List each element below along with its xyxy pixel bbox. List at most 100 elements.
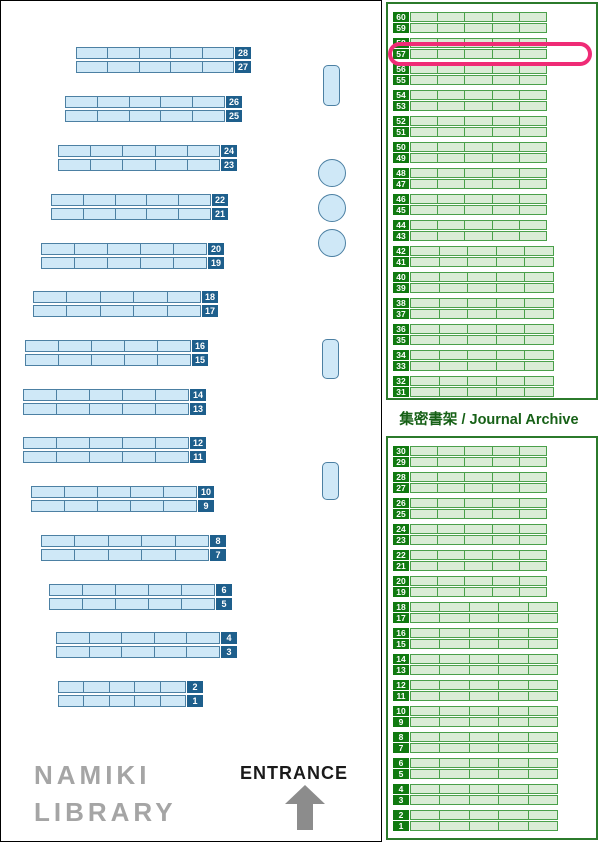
shelf-segment (439, 603, 468, 611)
shelf-segment (99, 292, 133, 302)
shelf-segment (52, 209, 83, 219)
shelf-segment (82, 195, 115, 205)
shelf-segment (491, 143, 519, 151)
shelf-segment (498, 655, 527, 663)
shelf-bar (410, 90, 547, 100)
shelf-row-3: 3 (56, 646, 237, 658)
shelf-segment (498, 733, 527, 741)
shelf-number-13: 13 (393, 665, 409, 675)
shelf-segment (50, 599, 82, 609)
shelf-segment (439, 733, 468, 741)
shelf-segment (411, 273, 439, 281)
shelf-segment (163, 487, 196, 497)
shelf-segment (141, 536, 174, 546)
shelf-segment (495, 247, 525, 255)
shelf-row-25: 25 (393, 509, 547, 519)
library-name-line2: LIBRARY (34, 797, 177, 827)
shelf-segment (437, 154, 464, 162)
shelf-segment (108, 696, 134, 706)
shelf-segment (439, 640, 468, 648)
shelf-bar (56, 646, 220, 658)
shelf-bar (410, 446, 547, 456)
shelf-segment (498, 629, 527, 637)
shelf-number-22: 22 (393, 550, 409, 560)
shelf-bar (410, 12, 547, 22)
shelf-row-23: 23 (58, 159, 237, 171)
shelf-segment (439, 629, 468, 637)
shelf-segment (130, 501, 163, 511)
shelf-row-54: 54 (393, 90, 547, 100)
shelf-segment (97, 501, 130, 511)
shelf-segment (58, 355, 91, 365)
shelf-number-54: 54 (393, 90, 409, 100)
shelf-bar (410, 127, 547, 137)
shelf-segment (411, 117, 437, 125)
shelf-segment (464, 154, 491, 162)
shelf-number-27: 27 (393, 483, 409, 493)
shelf-segment (108, 682, 134, 692)
shelf-segment (467, 284, 496, 292)
shelf-segment (166, 292, 200, 302)
shelf-segment (439, 744, 468, 752)
shelf-segment (411, 510, 437, 518)
shelf-bar (31, 486, 197, 498)
shelf-segment (170, 48, 201, 58)
shelf-number-5: 5 (393, 769, 409, 779)
shelf-segment (82, 585, 115, 595)
shelf-segment (99, 306, 133, 316)
shelf-segment (518, 484, 546, 492)
shelf-segment (173, 244, 206, 254)
shelf-segment (437, 39, 464, 47)
shelf-number-16: 16 (192, 340, 208, 352)
shelf-bar (410, 587, 547, 597)
shelf-row-26: 26 (393, 498, 547, 508)
shelf-bar (410, 680, 558, 690)
shelf-bar (410, 283, 554, 293)
shelf-segment (491, 588, 519, 596)
shelf-row-16: 16 (25, 340, 208, 352)
shelf-number-55: 55 (393, 75, 409, 85)
shelf-segment (89, 438, 122, 448)
shelf-bar (410, 324, 554, 334)
shelf-bar (410, 49, 547, 59)
shelf-bar (410, 101, 547, 111)
shelf-segment (495, 325, 525, 333)
shelf-row-50: 50 (393, 142, 547, 152)
shelf-segment (160, 111, 192, 121)
shelf-segment (437, 588, 464, 596)
shelf-segment (153, 633, 187, 643)
shelf-segment (437, 458, 464, 466)
shelf-bar (410, 810, 558, 820)
shelf-segment (56, 452, 89, 462)
shelf-segment (77, 62, 107, 72)
shelf-number-7: 7 (210, 549, 226, 561)
shelf-row-52: 52 (393, 116, 547, 126)
shelf-number-32: 32 (393, 376, 409, 386)
shelf-segment (439, 707, 468, 715)
shelf-segment (56, 438, 89, 448)
shelf-segment (468, 692, 498, 700)
library-name-line1: NAMIKI (34, 760, 151, 790)
shelf-segment (491, 562, 519, 570)
shelf-segment (498, 822, 527, 830)
shelf-number-24: 24 (393, 524, 409, 534)
shelf-bar (25, 354, 191, 366)
shelf-segment (411, 733, 439, 741)
shelf-segment (66, 306, 99, 316)
shelf-segment (32, 487, 64, 497)
shelf-row-30: 30 (393, 446, 547, 456)
shelf-segment (411, 447, 437, 455)
shelf-segment (518, 562, 546, 570)
shelf-segment (498, 785, 527, 793)
shelf-bar (410, 743, 558, 753)
shelf-segment (439, 770, 468, 778)
shelf-segment (437, 232, 464, 240)
shelf-segment (438, 258, 468, 266)
shelf-number-26: 26 (393, 498, 409, 508)
shelf-row-21: 21 (51, 208, 228, 220)
shelf-segment (57, 633, 89, 643)
shelf-segment (468, 640, 498, 648)
shelf-segment (411, 169, 437, 177)
shelf-number-22: 22 (212, 194, 228, 206)
